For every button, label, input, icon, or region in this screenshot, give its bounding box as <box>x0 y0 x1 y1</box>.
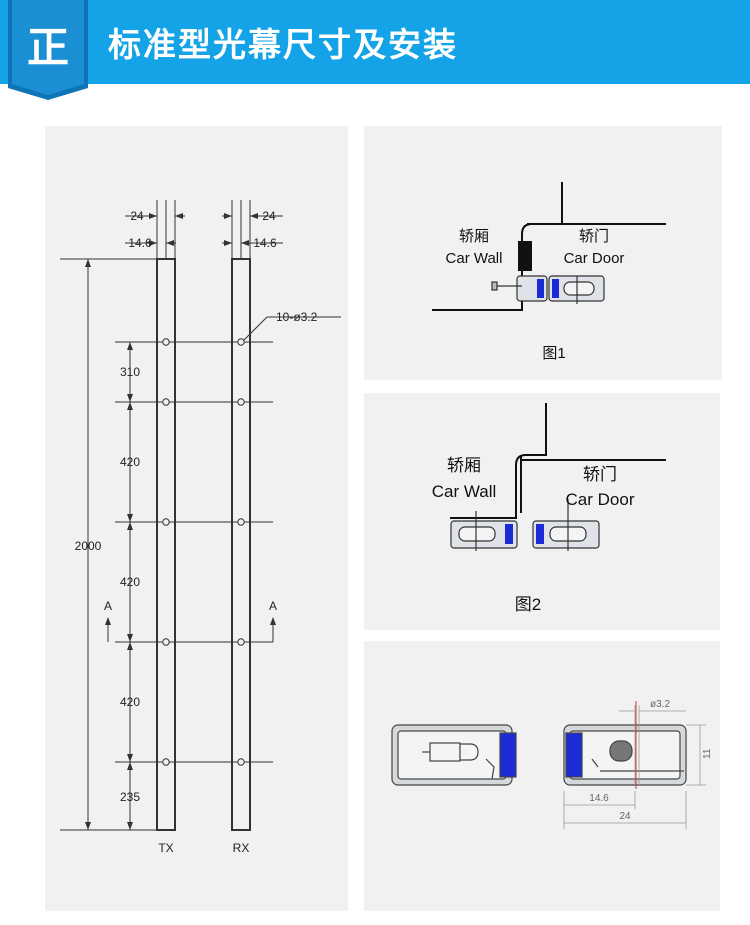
dimension-drawing: 24 24 14.6 14.6 10-ø3.2 2000 310 420 420… <box>60 200 341 855</box>
door-block <box>518 241 532 271</box>
rx-hole <box>237 338 245 346</box>
section-mark-right: A <box>269 599 277 613</box>
fig2-car-door-cn: 轿门 <box>583 465 617 484</box>
section-inner-width-dim: 14.6 <box>589 793 609 804</box>
fig1-car-door-cn: 轿门 <box>579 228 609 245</box>
rx-hole <box>237 518 245 526</box>
dimension-drawing-panel: 24 24 14.6 14.6 10-ø3.2 2000 310 420 420… <box>45 126 348 911</box>
figure-1-drawing: 轿厢 Car Wall 轿门 Car Door 图1 <box>432 182 666 362</box>
header-banner <box>0 0 750 84</box>
dim-outer-tx: 24 <box>130 209 144 223</box>
car-wall-outline <box>450 403 547 519</box>
section-height-dim: 11 <box>702 748 713 759</box>
fig2-car-wall-cn: 轿厢 <box>447 456 481 475</box>
segment-label: 420 <box>120 695 140 709</box>
fig1-car-door-en: Car Door <box>564 250 625 267</box>
car-door-outline <box>520 455 666 513</box>
tx-hole <box>162 518 170 526</box>
section-outer-width-dim: 24 <box>619 811 631 822</box>
fig2-caption: 图2 <box>515 595 541 614</box>
rx-hole <box>237 398 245 406</box>
fig1-car-wall-en: Car Wall <box>446 250 503 267</box>
rx-label: RX <box>233 841 250 855</box>
dim-inner-tx: 14.6 <box>128 236 152 250</box>
hole-spec-label: 10-ø3.2 <box>276 310 318 324</box>
page-title: 标准型光幕尺寸及安装 <box>108 25 458 64</box>
figure-2-panel: 轿厢 Car Wall 轿门 Car Door 图2 <box>364 393 720 630</box>
dim-inner-rx: 14.6 <box>253 236 277 250</box>
title-badge: 正 <box>8 0 88 100</box>
fig2-car-door-en: Car Door <box>566 490 635 509</box>
rx-hole <box>237 758 245 766</box>
tx-hole <box>162 398 170 406</box>
segment-label: 235 <box>120 790 140 804</box>
tx-hole <box>162 338 170 346</box>
tx-label: TX <box>158 841 173 855</box>
segment-label: 420 <box>120 575 140 589</box>
section-view-drawing: ø3.2 11 14.6 24 <box>391 699 713 829</box>
section-hole-dim: ø3.2 <box>650 699 670 710</box>
fig2-car-wall-en: Car Wall <box>432 482 497 501</box>
fig1-car-wall-cn: 轿厢 <box>459 228 489 245</box>
tx-hole <box>162 758 170 766</box>
section-view-panel: ø3.2 11 14.6 24 <box>364 641 720 911</box>
figure-1-panel: 轿厢 Car Wall 轿门 Car Door 图1 <box>364 126 722 380</box>
fig1-caption: 图1 <box>542 345 565 362</box>
total-height-label: 2000 <box>75 539 102 553</box>
segment-label: 420 <box>120 455 140 469</box>
rx-hole <box>237 638 245 646</box>
badge-character: 正 <box>27 23 69 72</box>
section-mark-left: A <box>104 599 112 613</box>
dim-outer-rx: 24 <box>262 209 276 223</box>
tx-hole <box>162 638 170 646</box>
segment-label: 310 <box>120 365 140 379</box>
figure-2-drawing: 轿厢 Car Wall 轿门 Car Door 图2 <box>432 403 666 614</box>
